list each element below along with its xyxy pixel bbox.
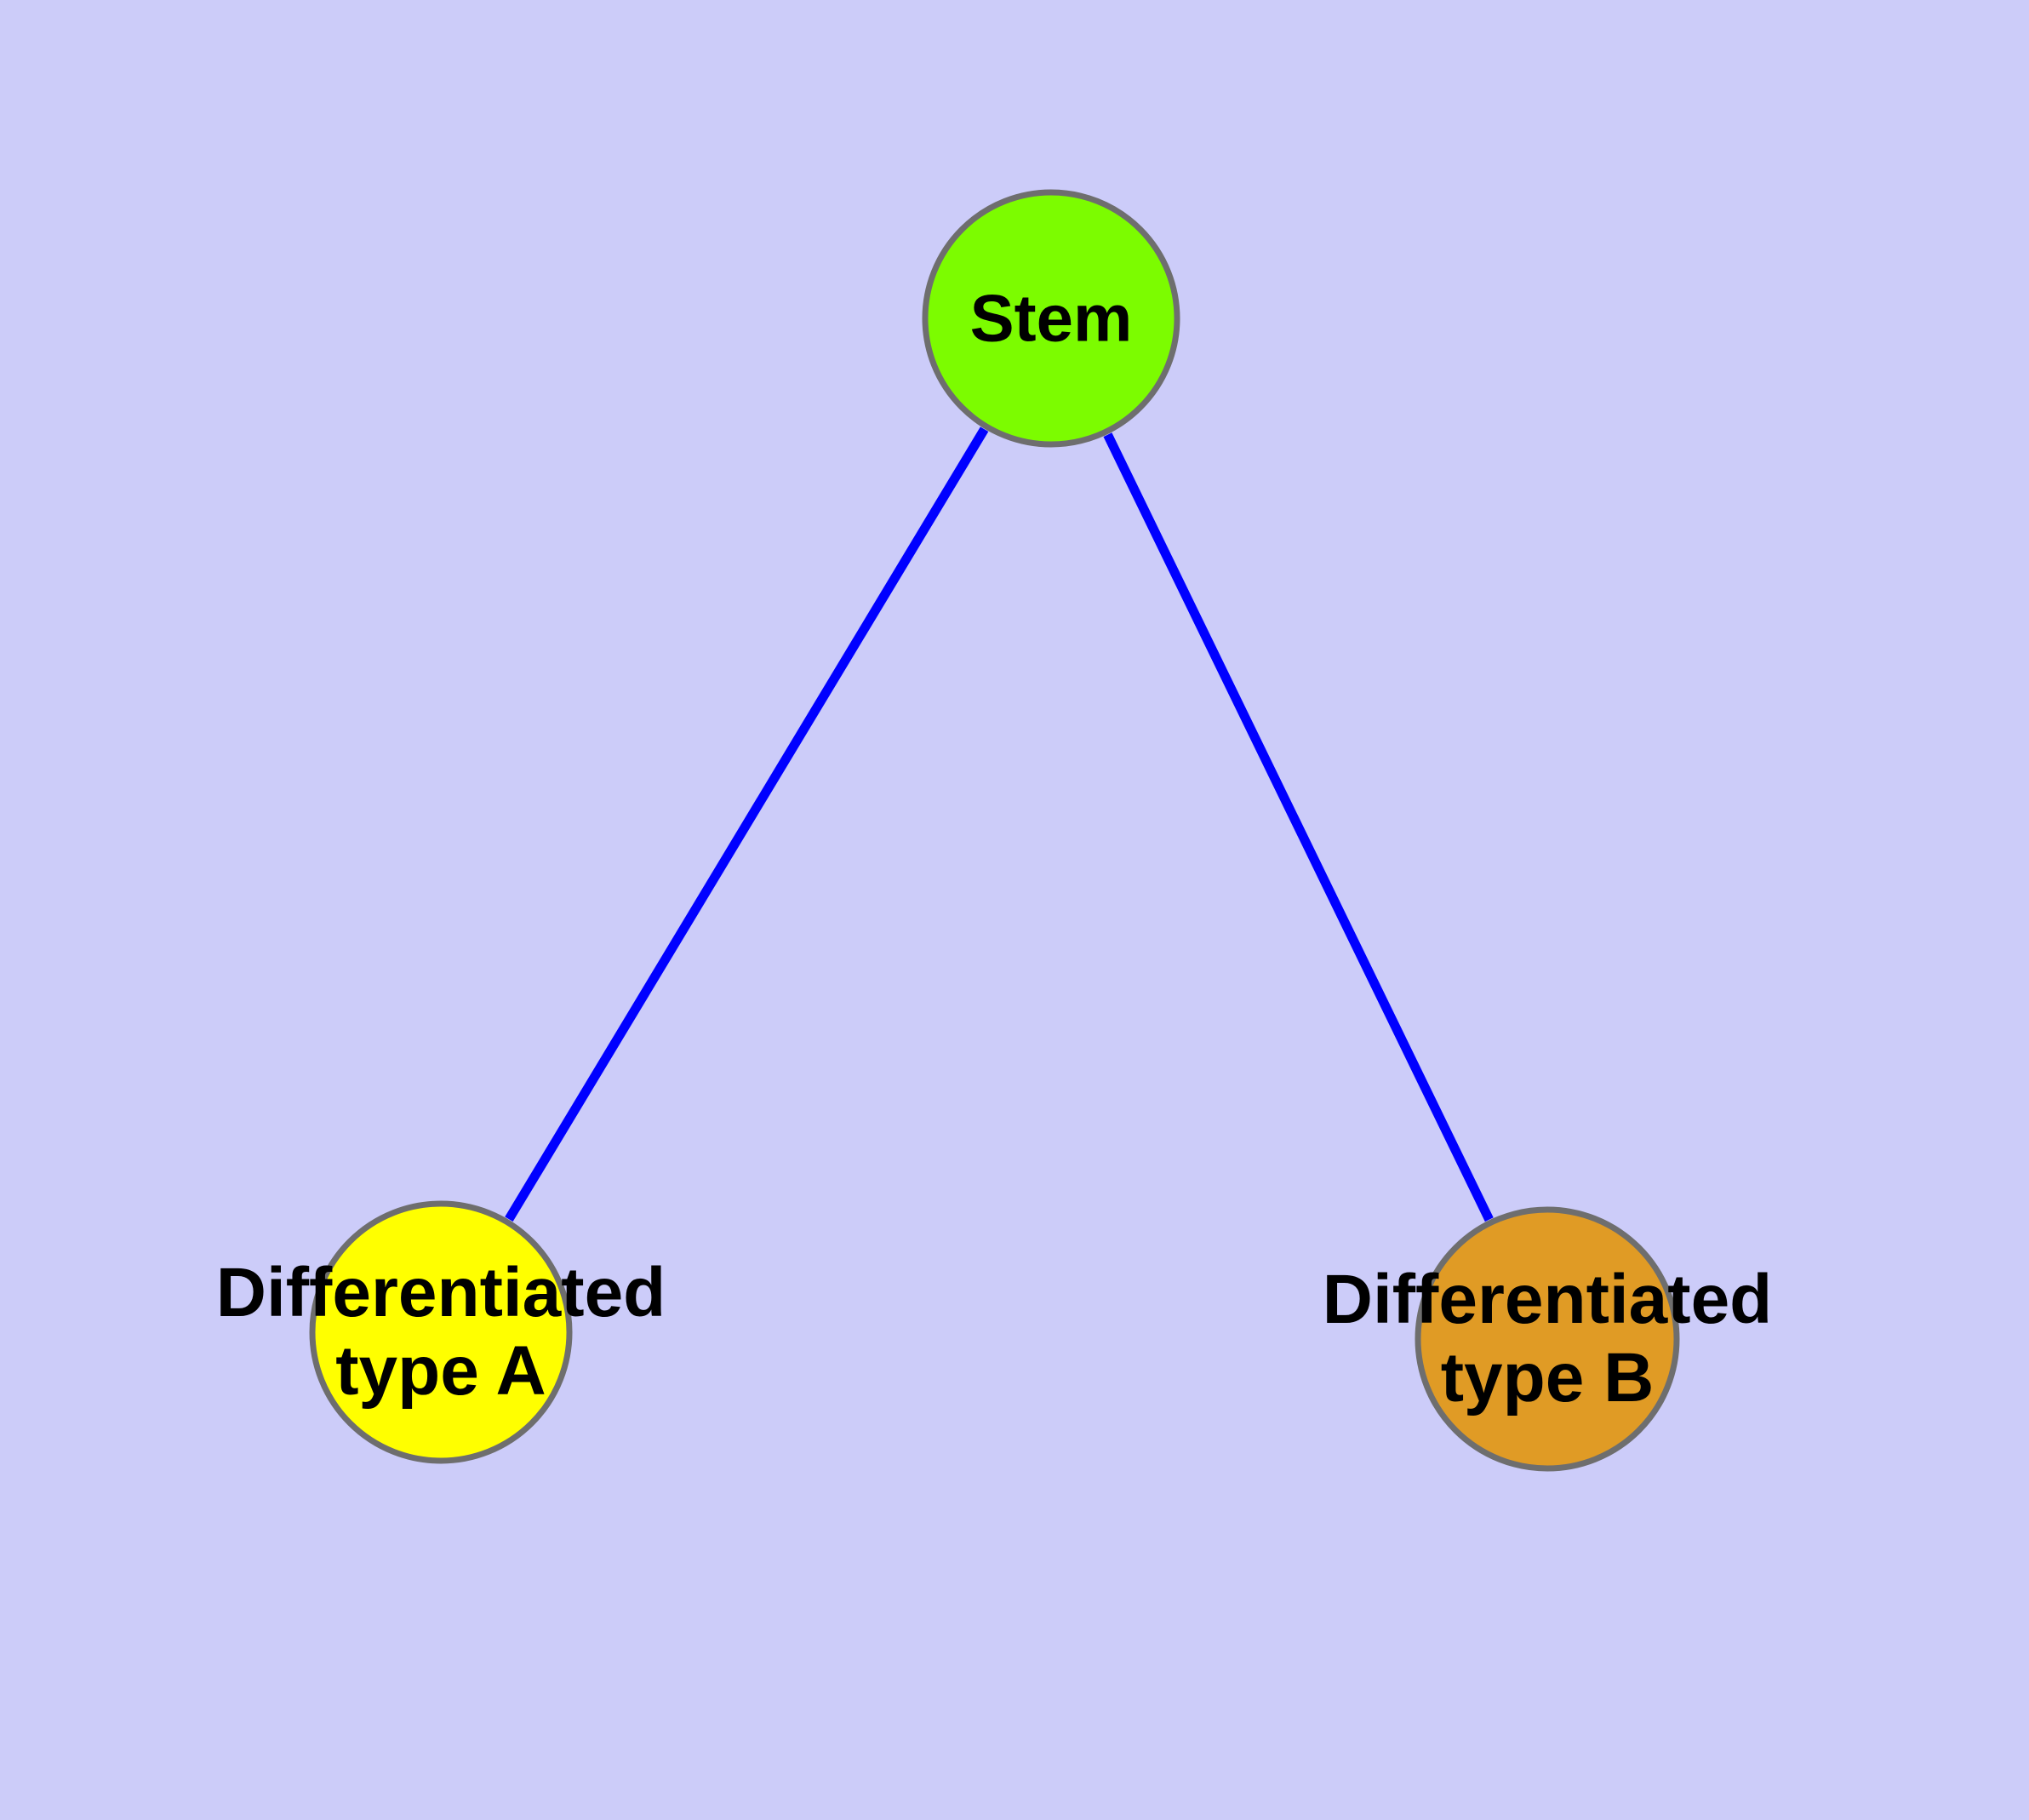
edge-layer <box>505 426 1494 1222</box>
node-circle-diff_a[interactable] <box>309 1200 573 1464</box>
node-circle-stem[interactable] <box>922 189 1180 448</box>
node-layer <box>309 189 1680 1472</box>
edge-stem-to-diff-b <box>1103 432 1494 1222</box>
edge-stem-to-diff-a <box>505 426 989 1222</box>
node-circle-diff_b[interactable] <box>1415 1206 1680 1472</box>
